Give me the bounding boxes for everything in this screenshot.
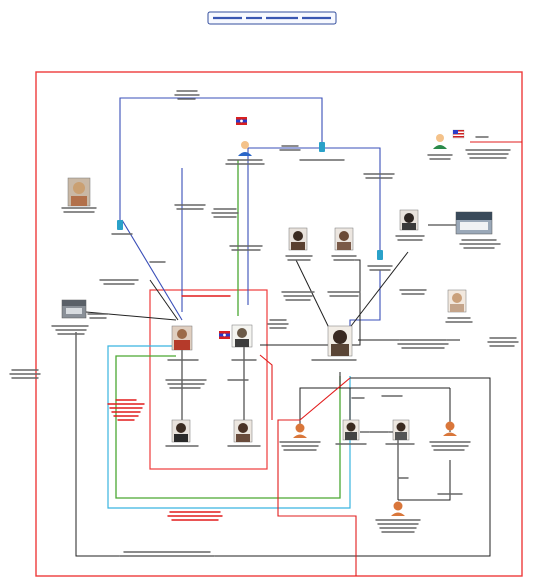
- car-photo-icon: [455, 211, 493, 235]
- black-links: [75, 215, 491, 557]
- cyan-links: [107, 345, 351, 509]
- person-photo-icon: [447, 289, 467, 313]
- green-links: [115, 160, 341, 499]
- person-photo-icon: [171, 419, 191, 443]
- person-photo-icon: [67, 177, 91, 207]
- blue-links: [119, 97, 381, 330]
- person-silhouette-icon: [293, 423, 307, 438]
- node-text-lines: [9, 90, 519, 557]
- car-photo-icon: [61, 299, 87, 319]
- person-photo-icon: [334, 227, 354, 251]
- person-silhouette-icon: [238, 141, 252, 156]
- outer-frame: [35, 71, 523, 577]
- flag-icon: [219, 331, 230, 339]
- flag-icon: [452, 129, 465, 139]
- person-silhouette-icon: [443, 421, 457, 436]
- person-photo-icon: [392, 419, 410, 441]
- person-silhouette-icon: [391, 501, 405, 516]
- person-photo-icon: [288, 227, 308, 251]
- red-links: [259, 141, 522, 576]
- phone-icon: [319, 142, 325, 152]
- person-photo-icon: [233, 419, 253, 443]
- red-annotation-lines: [107, 295, 231, 521]
- person-photo-icon: [171, 325, 193, 351]
- person-silhouette-icon: [433, 134, 447, 149]
- phone-icon: [117, 220, 123, 230]
- person-photo-icon: [399, 209, 419, 231]
- diagram-title-box: [207, 11, 337, 25]
- person-photo-icon: [327, 325, 353, 357]
- inner-group-box: [149, 289, 268, 470]
- person-photo-icon: [231, 324, 253, 348]
- person-photo-icon: [342, 419, 360, 441]
- phone-icon: [377, 250, 383, 260]
- flag-icon: [236, 117, 247, 125]
